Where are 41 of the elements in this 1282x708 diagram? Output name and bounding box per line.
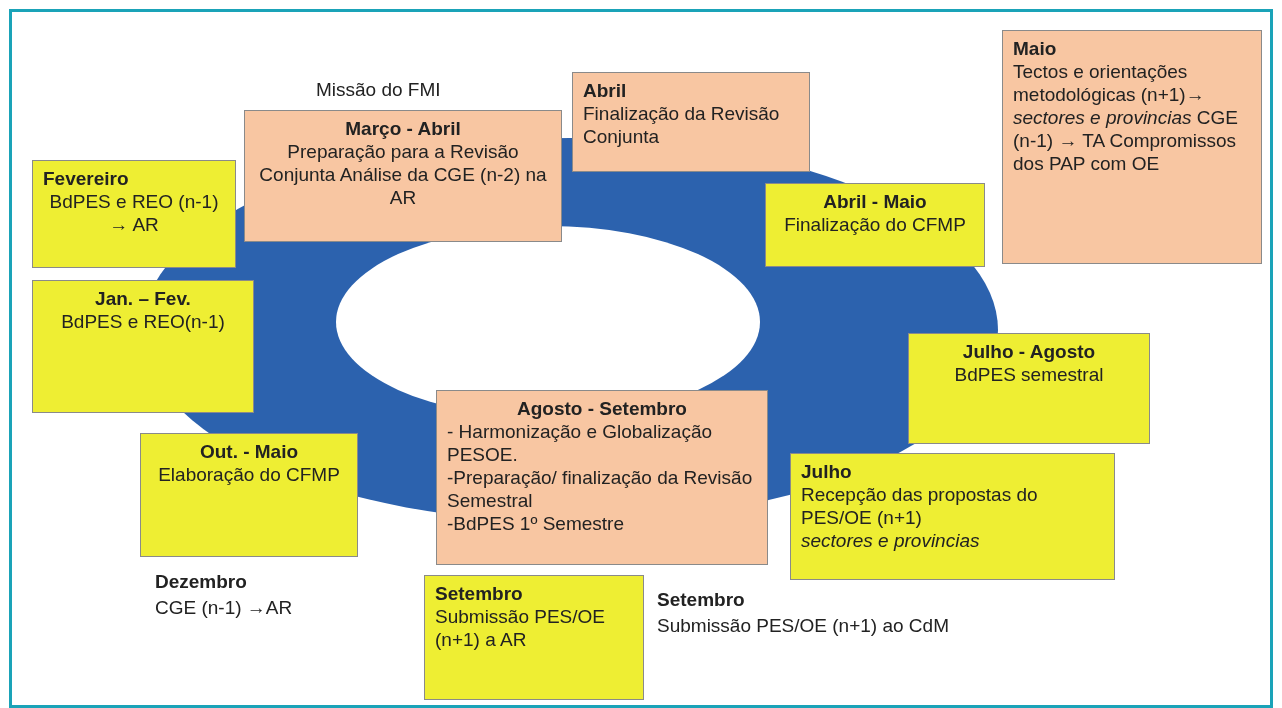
task-text: Tectos e orientações metodológicas (n+1)→ sectores e provincias CGE (n-1) → TA Compromissos dos PAP com OE [1013,60,1239,175]
event-box [424,575,644,700]
period-heading: Setembro [657,588,745,611]
event-box [32,280,254,413]
note-text: Submissão PES/OE (n+1) ao CdM [657,614,949,637]
event-box [908,333,1150,444]
task-text: Recepção das propostas do PES/OE (n+1) [801,483,1039,529]
period-heading: Maio [1013,37,1058,60]
task-text: -BdPES 1º Semestre [447,512,625,535]
task-text: sectores e provincias [801,529,981,552]
period-heading: Out. - Maio [198,440,300,463]
event-box [140,433,358,557]
task-text: -Preparação/ finalização da Revisão Semestral [447,466,754,512]
note-text: Missão do FMI [316,78,441,101]
period-heading: Dezembro [155,570,247,593]
task-text: - Harmonização e Globalização PESOE. [447,420,714,466]
task-text: Finalização do CFMP [783,213,967,236]
period-heading: Agosto - Setembro [516,397,688,420]
period-heading: Jan. – Fev. [94,287,192,310]
event-box [244,110,562,242]
period-heading: Julho [801,460,853,483]
note-text: CGE (n-1) →AR [155,596,293,619]
event-box [1002,30,1262,264]
event-box [32,160,236,268]
period-heading: Fevereiro [43,167,130,190]
period-heading: Março - Abril [344,117,462,140]
task-text: BdPES e REO(n-1) [60,310,226,333]
period-heading: Julho - Agosto [961,340,1097,363]
task-text: BdPES semestral [953,363,1105,386]
task-text: BdPES e REO (n-1) → AR [48,190,220,236]
task-text: Finalização da Revisão Conjunta [583,102,781,148]
task-text: Elaboração do CFMP [157,463,341,486]
event-box [790,453,1115,580]
event-box [765,183,985,267]
period-heading: Setembro [435,582,524,605]
event-box [436,390,768,565]
task-text: Preparação para a Revisão Conjunta Análise da CGE (n-2) na AR [258,140,548,209]
period-heading: Abril [583,79,628,102]
task-text: Submissão PES/OE (n+1) a AR [435,605,607,651]
event-box [572,72,810,172]
period-heading: Abril - Maio [822,190,928,213]
